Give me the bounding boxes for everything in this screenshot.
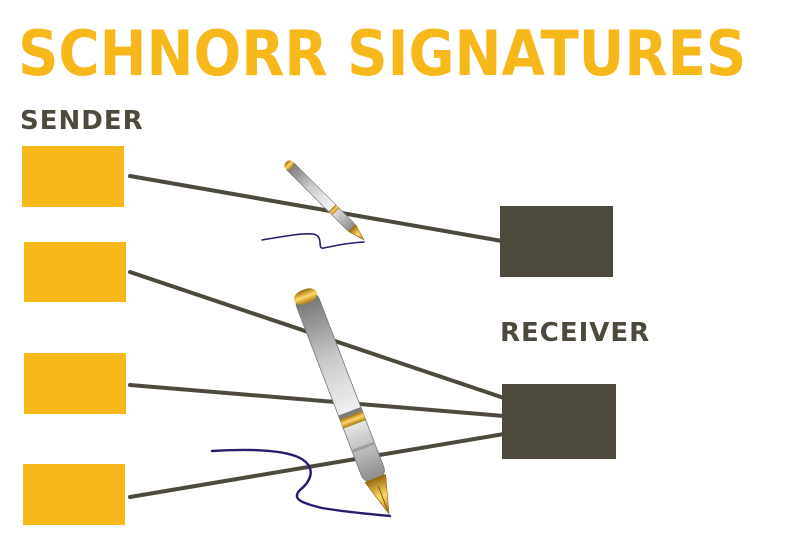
connector-sender-1-receiver-1 [128, 174, 504, 243]
sender-box-2 [24, 242, 126, 302]
sender-box-3 [24, 353, 126, 414]
pen-icon [284, 160, 365, 241]
signature-scribble-small [261, 233, 365, 249]
receiver-box-1 [500, 206, 613, 277]
receiver-label: RECEIVER [500, 318, 651, 348]
sender-label: SENDER [20, 106, 144, 136]
sender-box-4 [23, 464, 125, 525]
connector-sender-4-receiver-2 [128, 432, 506, 499]
signature-scribble-large [210, 448, 392, 518]
diagram-title: SCHNORR SIGNATURES [18, 17, 747, 90]
receiver-box-2 [502, 384, 616, 459]
pen-icon [293, 288, 390, 516]
sender-box-1 [22, 146, 124, 207]
connector-sender-3-receiver-2 [128, 383, 506, 418]
